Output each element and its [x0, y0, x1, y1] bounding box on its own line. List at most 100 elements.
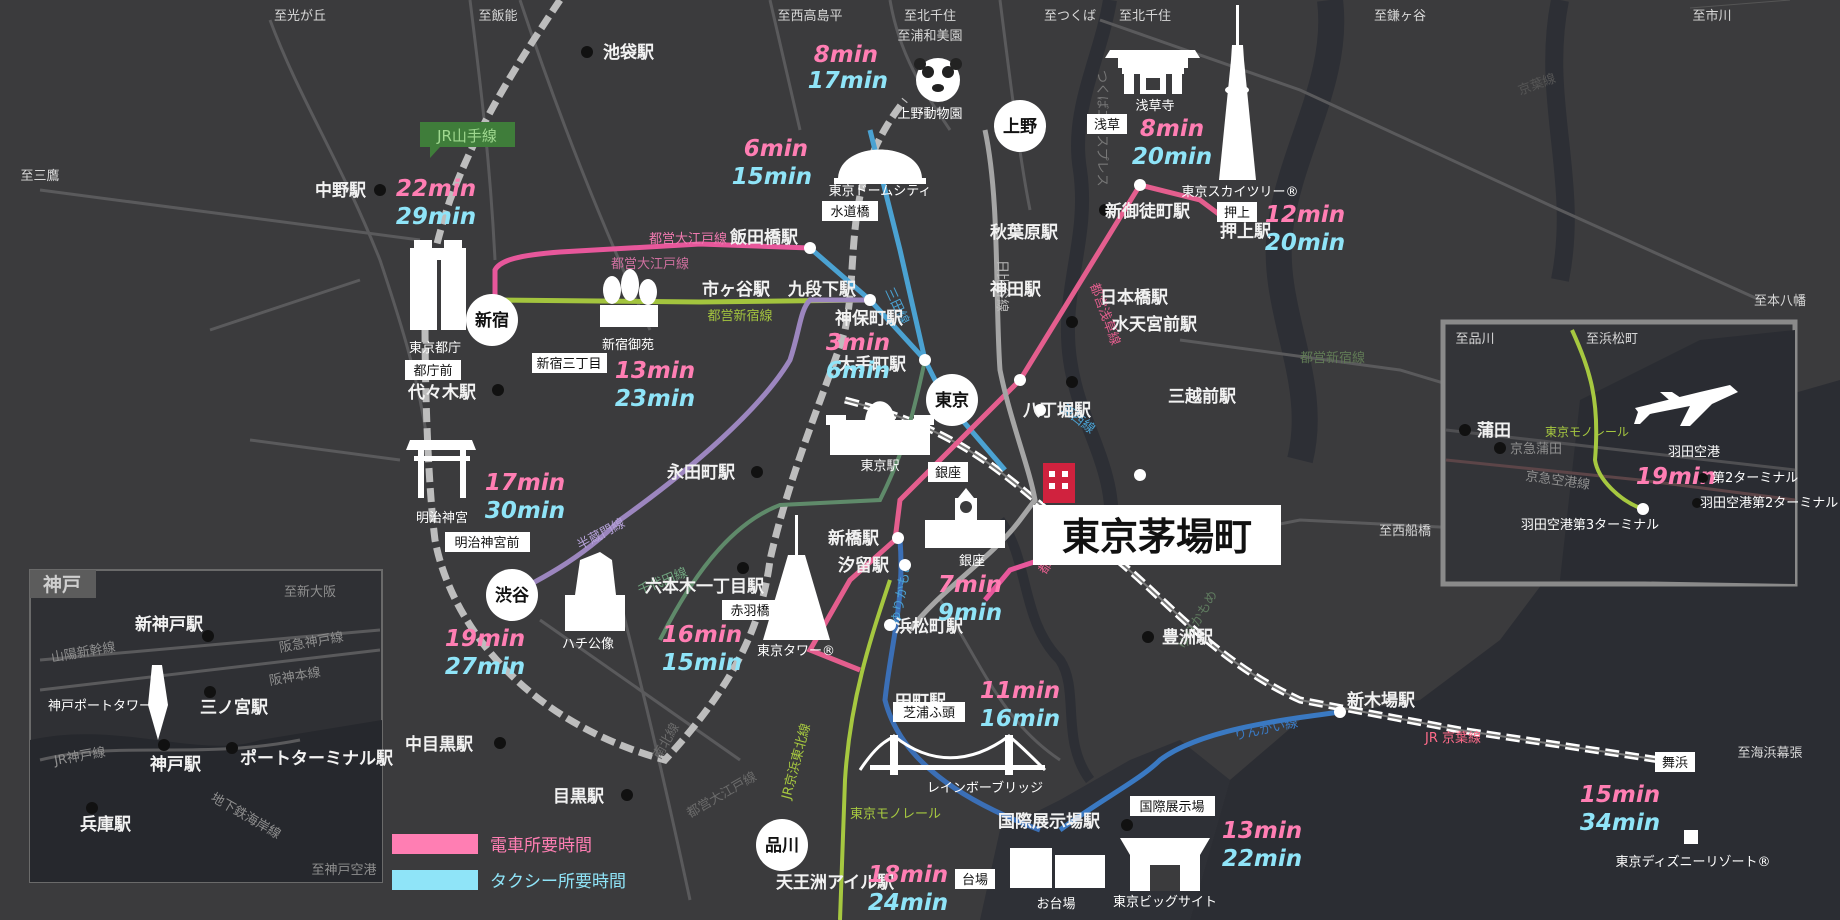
- kobe-station-shinkobe: 新神戸駅: [135, 614, 204, 635]
- station-tennozu: 天王洲アイル駅: [776, 873, 895, 893]
- dir-nishifunabashi: 至西船橋: [1379, 524, 1431, 539]
- station-nagatacho: 永田町駅: [666, 462, 736, 483]
- legend-taxi-swatch: [392, 870, 478, 890]
- dir-kitasenju-b: 至北千住: [1119, 9, 1171, 24]
- kobe-port-tower-label: 神戸ポートタワー: [48, 699, 152, 714]
- haneda-terminal3-label: 羽田空港第3ターミナル: [1521, 518, 1659, 533]
- dir-hikarigaoka: 至光が丘: [274, 9, 326, 24]
- kobe-dir-shinosaka: 至新大阪: [284, 584, 336, 600]
- landmark-meiji: 明治神宮: [416, 510, 468, 526]
- station-jimbocho: 神保町駅: [835, 308, 904, 329]
- landmark-skytree: 東京スカイツリー®: [1181, 184, 1298, 200]
- landmark-labels: 上野動物園 浅草寺 東京スカイツリー® 東京ドームシティ 東京都庁 新宿御苑 東…: [409, 99, 1771, 912]
- hub-ueno: 上野: [1003, 117, 1037, 137]
- bridge-icon: [858, 733, 1047, 775]
- dir-motoyawata: 至本八幡: [1754, 294, 1806, 309]
- haneda-station-kamata: 蒲田: [1477, 421, 1511, 441]
- station-mitsukoshimae: 三越前駅: [1168, 386, 1237, 407]
- clock-tower-icon: [925, 488, 1005, 548]
- time-train-tokyo-station: 3min: [826, 330, 890, 356]
- station-kanda: 神田駅: [990, 279, 1042, 300]
- station-hatchobori: 八丁堀駅: [1023, 401, 1092, 421]
- station-ichigaya: 市ヶ谷駅: [702, 279, 771, 300]
- time-taxi-rainbow: 16min: [980, 706, 1060, 732]
- time-taxi-tocho: 29min: [396, 204, 476, 230]
- legend-taxi-label: タクシー所要時間: [490, 872, 626, 892]
- time-train-ueno-zoo: 8min: [814, 42, 878, 68]
- dir-kitasenju-a: 至北千住: [904, 9, 956, 24]
- time-taxi-big-sight: 22min: [1222, 846, 1302, 872]
- rinkai-line: [1058, 709, 1341, 833]
- yurikamome-line: [882, 539, 1041, 833]
- time-train-tocho: 22min: [396, 176, 476, 202]
- station-kokusaitenjijo: 国際展示場駅: [998, 811, 1101, 832]
- haneda-dir-hamamatsucho: 至浜松町: [1586, 332, 1638, 347]
- station-meguro: 目黒駅: [553, 787, 605, 807]
- box-daiba: 台場: [962, 873, 988, 888]
- temple-gate-icon: [1105, 50, 1200, 94]
- time-taxi-sensoji: 20min: [1132, 144, 1212, 170]
- time-taxi-gyoen: 23min: [615, 386, 695, 412]
- canal: [995, 517, 1095, 783]
- time-train-tokyo-tower: 16min: [662, 622, 742, 648]
- station-nihombashi: 日本橋駅: [1100, 287, 1169, 308]
- box-suidobashi: 水道橋: [830, 205, 869, 220]
- edogawa-river: [1545, 0, 1575, 282]
- building-icon: [1043, 463, 1075, 503]
- port-tower-icon: [148, 665, 168, 740]
- keiyo-label: JR 京葉線: [1424, 730, 1481, 746]
- station-suitengumae: 水天宮前駅: [1112, 314, 1198, 335]
- box-shibaurafuto: 芝浦ふ頭: [903, 705, 955, 721]
- station-iidabashi: 飯田橋駅: [729, 227, 799, 248]
- time-taxi-tokyo-tower: 15min: [662, 650, 742, 676]
- station-ikebukuro: 池袋駅: [603, 42, 655, 63]
- landmark-tocho: 東京都庁: [409, 340, 461, 356]
- time-taxi-tokyo-station: 6min: [826, 358, 890, 384]
- time-taxi-odaiba: 24min: [868, 890, 948, 916]
- time-taxi-skytree: 20min: [1265, 230, 1345, 256]
- landmark-sensoji: 浅草寺: [1135, 99, 1174, 114]
- haneda-inset: 至品川 至浜松町 蒲田 京急蒲田 東京モノレール 京急空港線 羽田空港 19mi…: [1440, 319, 1838, 587]
- direction-labels: 至光が丘 至飯能 至西高島平 至北千住 至浦和美園 至つくば 至北千住 至鎌ヶ谷…: [20, 8, 1806, 761]
- panda-icon: [914, 58, 962, 102]
- landmark-disney: 東京ディズニーリゾート®: [1615, 854, 1770, 870]
- station-nakameguro: 中目黒駅: [405, 734, 474, 755]
- arakawa-river: [1265, 0, 1345, 464]
- keiyo-line: [1689, 0, 1791, 9]
- landmark-gyoen: 新宿御苑: [602, 337, 654, 353]
- yamanote-sign: JR山手線: [420, 122, 515, 158]
- landmark-odaiba: お台場: [1036, 897, 1075, 912]
- dir-nishitakashimadaira: 至西高島平: [777, 8, 842, 24]
- time-train-dome: 6min: [744, 136, 808, 162]
- yamanote-line: [421, 0, 908, 764]
- time-train-odaiba: 18min: [868, 862, 948, 888]
- time-train-sensoji: 8min: [1140, 116, 1204, 142]
- legend: 電車所要時間 タクシー所要時間: [392, 834, 626, 892]
- station-roppongi: 六本木一丁目駅: [645, 576, 765, 597]
- dir-hanno: 至飯能: [478, 9, 517, 24]
- shinjuku-line-label: 都営新宿線: [707, 308, 772, 324]
- legend-train-label: 電車所要時間: [490, 836, 592, 856]
- box-tochomae: 都庁前: [413, 363, 452, 379]
- chiyoda-line: [658, 359, 927, 641]
- haneda-terminal2b-label: 羽田空港第2ターミナル: [1700, 496, 1838, 511]
- kobe-inset: 神戸 至新大阪 至神戸空港 山陽新幹線 阪急神戸線 阪神本線 JR神戸線 地下鉄…: [29, 569, 394, 883]
- time-train-skytree: 12min: [1265, 202, 1345, 228]
- station-shiodome: 汐留駅: [838, 555, 890, 576]
- box-asakusa: 浅草: [1094, 118, 1120, 133]
- dir-ichikawa: 至市川: [1692, 8, 1731, 24]
- box-shinjukusanchome: 新宿三丁目: [536, 356, 601, 372]
- station-shimbashi: 新橋駅: [828, 528, 880, 549]
- sumida-river: [1060, 0, 1119, 541]
- landmark-ginza: 銀座: [959, 554, 985, 569]
- time-train-rainbow: 11min: [980, 678, 1060, 704]
- time-taxi-ueno-zoo: 17min: [808, 68, 888, 94]
- station-boxes: 浅草 水道橋 押上 都庁前 新宿三丁目 明治神宮前 銀座 赤羽橋 芝浦ふ頭 国際…: [405, 114, 1695, 889]
- station-building-icon: [826, 401, 934, 455]
- tokyo-tower-icon: [763, 515, 830, 640]
- station-akihabara: 秋葉原駅: [990, 222, 1059, 243]
- page-title: 東京茅場町: [1062, 515, 1252, 559]
- kobe-station-hyogo: 兵庫駅: [80, 814, 132, 835]
- kobe-title: 神戸: [43, 573, 81, 596]
- skytree-icon: [1219, 5, 1256, 180]
